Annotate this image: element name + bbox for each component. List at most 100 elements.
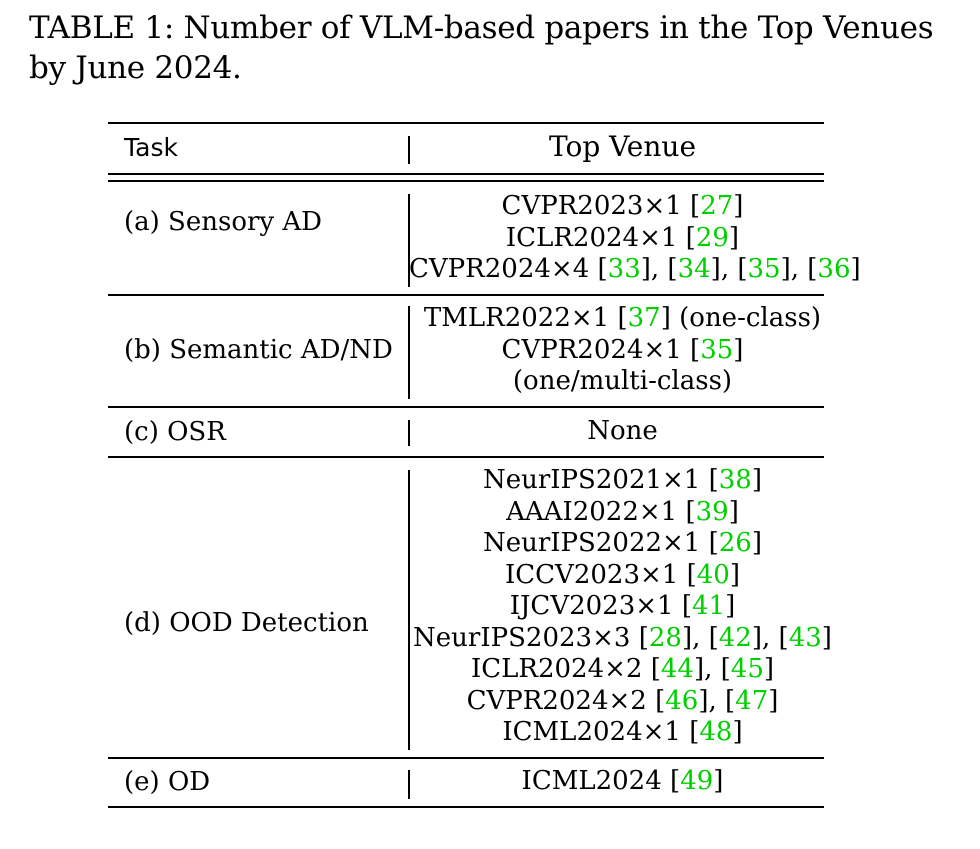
task-label-sensory-ad: (a) Sensory AD xyxy=(124,207,322,237)
venue-line: TMLR2022×1 [37] (one-class) xyxy=(409,303,836,335)
venue-text: ] xyxy=(728,496,739,527)
venue-cell-sensory-ad: CVPR2023×1 [27]ICLR2024×1 [29]CVPR2024×4… xyxy=(409,191,861,286)
column-separator xyxy=(408,194,410,287)
venue-line: ICML2024 [49] xyxy=(409,766,836,798)
venue-cell-semantic-ad-nd: TMLR2022×1 [37] (one-class)CVPR2024×1 [3… xyxy=(409,303,836,398)
venue-text: ] xyxy=(768,685,779,716)
venue-line: NeurIPS2023×3 [28], [42], [43] xyxy=(409,623,836,655)
header-top-venue: Top Venue xyxy=(548,130,697,163)
venue-text: ], [ xyxy=(751,622,789,653)
bottom-rule xyxy=(108,806,824,808)
row-divider xyxy=(108,757,824,759)
citation-link[interactable]: 33 xyxy=(607,254,641,284)
citation-link[interactable]: 27 xyxy=(700,191,734,221)
venue-text: ICCV2023×1 [ xyxy=(505,559,697,590)
header-double-rule-upper xyxy=(108,173,824,175)
row-divider xyxy=(108,406,824,408)
venue-text: ] xyxy=(728,222,740,253)
venue-text: ] xyxy=(733,334,744,365)
venue-text: ] xyxy=(751,528,763,558)
citation-link[interactable]: 46 xyxy=(665,685,699,716)
venue-text: CVPR2024×2 [ xyxy=(466,685,666,716)
column-separator xyxy=(408,470,410,750)
row-divider xyxy=(108,456,824,458)
venue-line: CVPR2024×4 [33], [34], [35], [36] xyxy=(409,254,861,286)
venue-text: ] (one-class) xyxy=(660,303,822,333)
venue-text: ] xyxy=(751,465,763,495)
table-caption: TABLE 1: Number of VLM-based papers in t… xyxy=(29,10,934,86)
venue-text: ] xyxy=(732,717,743,747)
citation-link[interactable]: 26 xyxy=(718,528,752,558)
venue-text: NeurIPS2023×3 [ xyxy=(413,622,649,653)
citation-link[interactable]: 49 xyxy=(680,766,714,796)
citation-link[interactable]: 47 xyxy=(735,685,769,716)
header-double-rule-lower xyxy=(108,180,824,182)
venue-text: ] xyxy=(729,559,740,590)
venue-cell-osr: None xyxy=(409,416,836,448)
column-separator xyxy=(408,420,410,446)
citation-link[interactable]: 41 xyxy=(692,591,726,621)
venue-line: ICLR2024×2 [44], [45] xyxy=(409,654,836,686)
citation-link[interactable]: 35 xyxy=(747,254,781,284)
venue-text: (one/multi-class) xyxy=(512,366,733,396)
venue-text: NeurIPS2021×1 [ xyxy=(482,465,719,495)
venue-text: ], [ xyxy=(693,654,731,684)
venue-line: ICLR2024×1 [29] xyxy=(409,223,836,255)
venue-text: ], [ xyxy=(640,254,678,284)
venue-line: None xyxy=(409,416,836,448)
venue-text: ICLR2024×1 [ xyxy=(505,222,696,253)
citation-link[interactable]: 48 xyxy=(699,717,733,747)
citation-link[interactable]: 39 xyxy=(695,496,729,527)
task-label-semantic-ad-nd: (b) Semantic AD/ND xyxy=(124,335,393,365)
venue-text: ], [ xyxy=(780,254,818,284)
venue-line: NeurIPS2022×1 [26] xyxy=(409,528,836,560)
venue-line: IJCV2023×1 [41] xyxy=(409,591,836,623)
citation-link[interactable]: 40 xyxy=(696,559,730,590)
venue-text: TMLR2022×1 [ xyxy=(423,303,628,333)
venue-text: ], [ xyxy=(710,254,748,284)
venue-text: ] xyxy=(763,654,775,684)
citation-link[interactable]: 36 xyxy=(817,254,851,284)
venue-line: CVPR2024×1 [35] xyxy=(409,335,836,367)
venue-line: CVPR2023×1 [27] xyxy=(409,191,836,223)
venue-text: ] xyxy=(725,591,736,621)
venue-text: ] xyxy=(850,254,861,284)
venue-text: ], [ xyxy=(681,622,719,653)
venue-text: ] xyxy=(821,622,832,653)
venue-text: CVPR2024×4 [ xyxy=(409,254,608,284)
venue-text: ICLR2024×2 [ xyxy=(470,654,661,684)
citation-link[interactable]: 43 xyxy=(788,622,822,653)
venue-line: (one/multi-class) xyxy=(409,366,836,398)
venue-cell-ood-detection: NeurIPS2021×1 [38]AAAI2022×1 [39]NeurIPS… xyxy=(409,465,836,749)
citation-link[interactable]: 34 xyxy=(677,254,711,284)
venue-text: AAAI2022×1 [ xyxy=(506,496,696,527)
venue-text: CVPR2023×1 [ xyxy=(501,191,701,221)
venue-line: AAAI2022×1 [39] xyxy=(409,497,836,529)
task-label-osr: (c) OSR xyxy=(124,417,226,447)
venue-text: ], [ xyxy=(698,685,736,716)
venue-text: CVPR2024×1 [ xyxy=(501,334,701,365)
citation-link[interactable]: 37 xyxy=(627,303,661,333)
citation-link[interactable]: 35 xyxy=(700,334,734,365)
citation-link[interactable]: 38 xyxy=(718,465,752,495)
citation-link[interactable]: 42 xyxy=(718,622,752,653)
venue-text: NeurIPS2022×1 [ xyxy=(482,528,719,558)
citation-link[interactable]: 44 xyxy=(660,654,694,684)
row-divider xyxy=(108,294,824,296)
venue-line: ICML2024×1 [48] xyxy=(409,717,836,749)
venue-cell-od: ICML2024 [49] xyxy=(409,766,836,798)
top-rule xyxy=(108,122,824,124)
citation-link[interactable]: 45 xyxy=(730,654,764,684)
venue-text: ICML2024×1 [ xyxy=(502,717,700,747)
venue-text: IJCV2023×1 [ xyxy=(509,591,693,621)
column-separator xyxy=(408,306,410,399)
venue-text: ] xyxy=(713,766,724,796)
task-label-od: (e) OD xyxy=(124,767,211,797)
venue-text: ICML2024 [ xyxy=(521,766,681,796)
venue-line: NeurIPS2021×1 [38] xyxy=(409,465,836,497)
venue-text: None xyxy=(587,416,658,446)
venue-text: ] xyxy=(733,191,744,221)
citation-link[interactable]: 29 xyxy=(695,222,729,253)
venue-line: CVPR2024×2 [46], [47] xyxy=(409,686,836,718)
citation-link[interactable]: 28 xyxy=(648,622,682,653)
